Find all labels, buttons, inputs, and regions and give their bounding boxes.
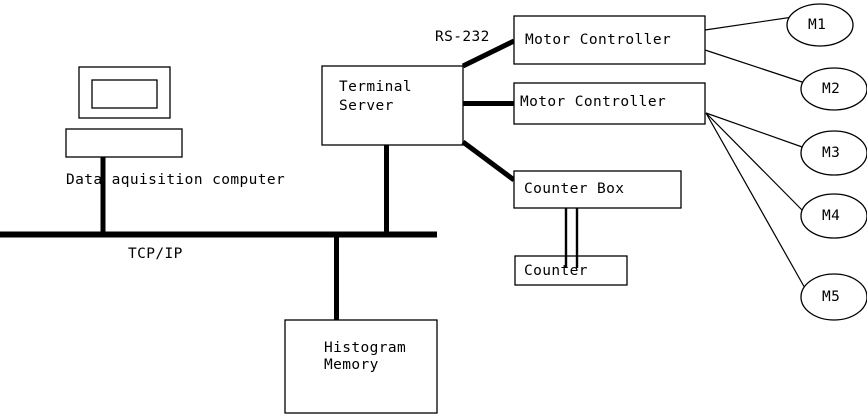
- motor-m1-label: M1: [808, 17, 827, 33]
- motor-m5-shape: [800, 273, 867, 321]
- link-terminal-server-to-motor-controller-1: [461, 38, 516, 69]
- motor-controller-1-label: Motor Controller: [525, 32, 672, 48]
- link-motor-controller-2-to-m3: [705, 112, 806, 149]
- link-motor-controller-1-to-m2: [704, 49, 806, 84]
- link-motor-controller-2-to-m5: [705, 112, 807, 291]
- monitor-screen: [91, 79, 158, 109]
- link-motor-controller-2-to-m4: [705, 112, 804, 212]
- counter-box: [514, 255, 628, 286]
- motor-m4-shape: [800, 193, 867, 239]
- counter-box-box: [513, 170, 682, 209]
- histogram-memory-label-line1: Histogram: [324, 340, 407, 356]
- motor-m3-label: M3: [822, 145, 841, 161]
- terminal-server-box: [321, 65, 464, 146]
- link-motor-controller-1-to-m1: [704, 16, 794, 31]
- motor-m3-shape: [800, 130, 867, 176]
- rs232-link-label: RS-232: [435, 29, 490, 45]
- terminal-server-label-line1: Terminal: [339, 79, 413, 95]
- motor-m1-shape: [786, 3, 854, 47]
- counter-box-label: Counter Box: [524, 181, 625, 197]
- counter-label: Counter: [524, 263, 588, 279]
- computer-base-unit: [65, 128, 183, 158]
- tcpip-link-label: TCP/IP: [128, 246, 183, 262]
- motor-m2-label: M2: [822, 81, 841, 97]
- motor-controller-1-box: [513, 15, 706, 65]
- histogram-memory-box: [284, 319, 438, 414]
- computer-caption-label: Data aquisition computer: [66, 172, 286, 188]
- link-terminal-server-to-counter-box: [461, 139, 516, 183]
- motor-controller-2-label: Motor Controller: [520, 94, 667, 110]
- motor-controller-2-box: [513, 82, 706, 125]
- terminal-server-label-line2: Server: [339, 98, 394, 114]
- motor-m5-label: M5: [822, 289, 841, 305]
- motor-m2-shape: [800, 67, 867, 111]
- motor-m4-label: M4: [822, 208, 841, 224]
- histogram-memory-label-line2: Memory: [324, 357, 379, 373]
